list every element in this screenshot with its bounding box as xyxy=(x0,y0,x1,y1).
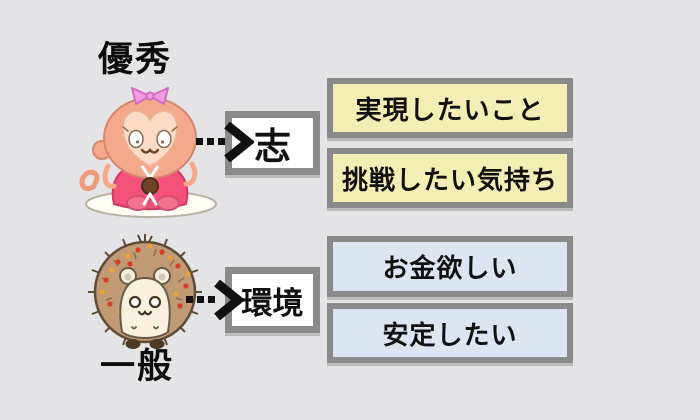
aspiration-node-label: 志 xyxy=(254,126,291,167)
dotted-arrow-icon xyxy=(196,122,254,162)
environment-reason-box: 安定したい xyxy=(327,303,573,363)
hedgehog-paws xyxy=(131,326,159,330)
aspiration-reason-label: 実現したいこと xyxy=(355,94,545,125)
eyelashes xyxy=(122,126,178,132)
aspiration-reason-box: 実現したいこと xyxy=(327,78,573,138)
hedgehog-eye xyxy=(128,295,142,309)
monkey-foot xyxy=(126,195,150,211)
red-berries xyxy=(103,247,189,309)
monkey-tail xyxy=(79,169,100,192)
aspiration-reason-label: 挑戦したい気持ち xyxy=(341,164,558,195)
hedgehog-foot xyxy=(149,339,165,349)
monkey-foot xyxy=(156,195,180,211)
general-label: 一般 xyxy=(100,347,175,386)
hair-bow-icon xyxy=(131,87,151,105)
chestnut xyxy=(141,177,159,195)
hedgehog-character-illustration xyxy=(88,234,202,349)
spikes xyxy=(88,235,202,346)
excellent-label: 優秀 xyxy=(98,40,173,79)
environment-reason-label: お金欲しい xyxy=(382,253,518,283)
monkey-mouth xyxy=(140,148,160,154)
hedgehog-face xyxy=(119,276,171,339)
aspiration-reason-box: 挑戦したい気持ち xyxy=(327,148,573,208)
hedgehog-foot xyxy=(125,339,141,349)
monkey-character-illustration xyxy=(79,87,217,218)
environment-node-label: 環境 xyxy=(241,285,304,321)
orange-berries xyxy=(99,243,191,315)
monkey-eye xyxy=(156,129,172,149)
monkey-face xyxy=(122,110,178,167)
monkey-eye xyxy=(128,129,144,149)
hedgehog-mouth xyxy=(137,310,153,316)
dotted-arrow-icon xyxy=(186,280,244,320)
environment-reason-label: 安定したい xyxy=(382,319,518,350)
hedgehog-eye xyxy=(148,295,162,309)
environment-reason-box: お金欲しい xyxy=(327,236,573,297)
